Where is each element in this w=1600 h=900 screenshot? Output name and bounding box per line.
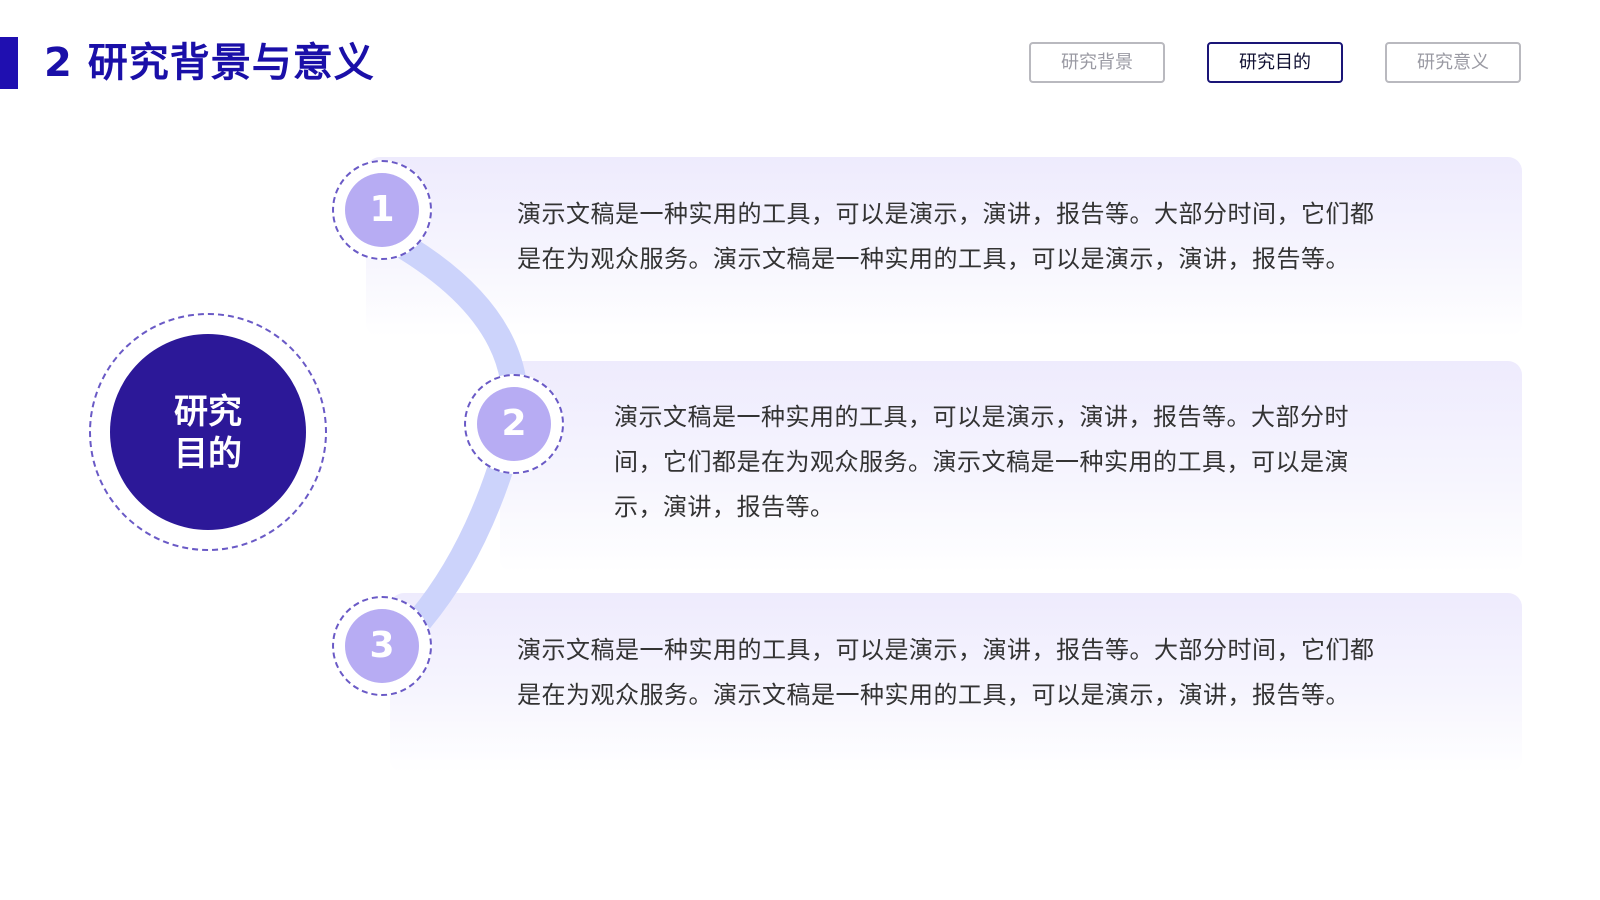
number-1: 1 [345, 173, 419, 247]
purpose-text-2-line-3: 示，演讲，报告等。 [614, 493, 835, 521]
number-badge-1: 1 [332, 160, 432, 260]
tab-research-purpose[interactable]: 研究目的 [1207, 42, 1343, 83]
purpose-card-1 [366, 157, 1522, 337]
tab-research-background[interactable]: 研究背景 [1029, 42, 1165, 83]
purpose-text-1-line-2: 是在为观众服务。演示文稿是一种实用的工具，可以是演示，演讲，报告等。 [517, 245, 1350, 273]
purpose-text-3-line-1: 演示文稿是一种实用的工具，可以是演示，演讲，报告等。大部分时间，它们都 [517, 636, 1375, 664]
hub-ring: 研究 目的 [89, 313, 327, 551]
purpose-text-1: 演示文稿是一种实用的工具，可以是演示，演讲，报告等。大部分时间，它们都 是在为观… [517, 192, 1375, 282]
number-badge-2: 2 [464, 374, 564, 474]
purpose-text-2: 演示文稿是一种实用的工具，可以是演示，演讲，报告等。大部分时 间，它们都是在为观… [614, 395, 1349, 530]
purpose-card-2 [500, 361, 1522, 573]
purpose-text-3: 演示文稿是一种实用的工具，可以是演示，演讲，报告等。大部分时间，它们都 是在为观… [517, 628, 1375, 718]
hub-label-line-1: 研究 [174, 392, 242, 432]
number-2: 2 [477, 387, 551, 461]
page-title: 2 研究背景与意义 [44, 40, 375, 86]
hub-label-line-2: 目的 [174, 434, 242, 474]
number-3: 3 [345, 609, 419, 683]
title-accent-bar [0, 37, 18, 89]
purpose-text-2-line-2: 间，它们都是在为观众服务。演示文稿是一种实用的工具，可以是演 [614, 448, 1349, 476]
hub-circle: 研究 目的 [110, 334, 306, 530]
tab-research-significance[interactable]: 研究意义 [1385, 42, 1521, 83]
purpose-card-3 [390, 593, 1522, 773]
purpose-text-1-line-1: 演示文稿是一种实用的工具，可以是演示，演讲，报告等。大部分时间，它们都 [517, 200, 1375, 228]
purpose-text-3-line-2: 是在为观众服务。演示文稿是一种实用的工具，可以是演示，演讲，报告等。 [517, 681, 1350, 709]
number-badge-3: 3 [332, 596, 432, 696]
purpose-text-2-line-1: 演示文稿是一种实用的工具，可以是演示，演讲，报告等。大部分时 [614, 403, 1349, 431]
